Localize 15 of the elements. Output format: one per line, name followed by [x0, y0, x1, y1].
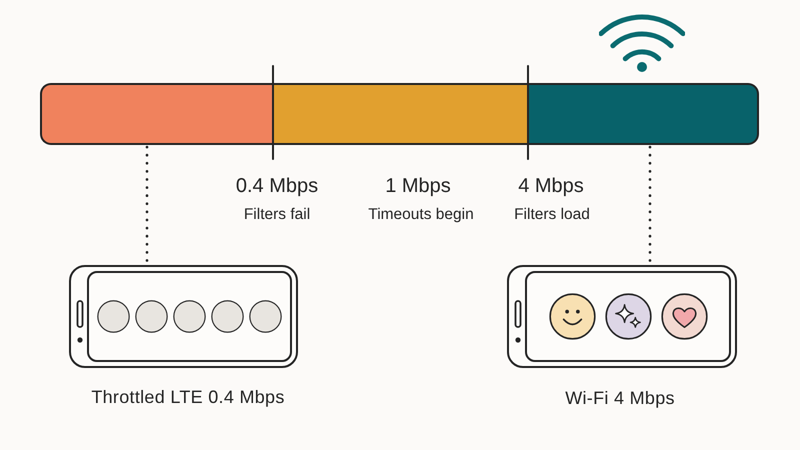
threshold-note: Filters fail	[244, 205, 310, 224]
threshold-value: 1 Mbps	[385, 174, 451, 198]
phone-frame	[69, 265, 298, 368]
bar-segment	[40, 83, 273, 145]
bar-segment	[273, 83, 528, 145]
dotted-connector	[648, 146, 652, 264]
threshold-note: Filters load	[514, 205, 590, 224]
phone-caption: Throttled LTE 0.4 Mbps	[91, 386, 285, 408]
dotted-connector	[146, 146, 148, 264]
bar-segment	[528, 83, 759, 145]
phone-caption: Wi-Fi 4 Mbps	[565, 387, 675, 409]
threshold-value: 4 Mbps	[518, 174, 584, 198]
phone-frame	[507, 265, 737, 368]
threshold-note: Timeouts begin	[368, 205, 474, 224]
threshold-value: 0.4 Mbps	[236, 174, 318, 198]
